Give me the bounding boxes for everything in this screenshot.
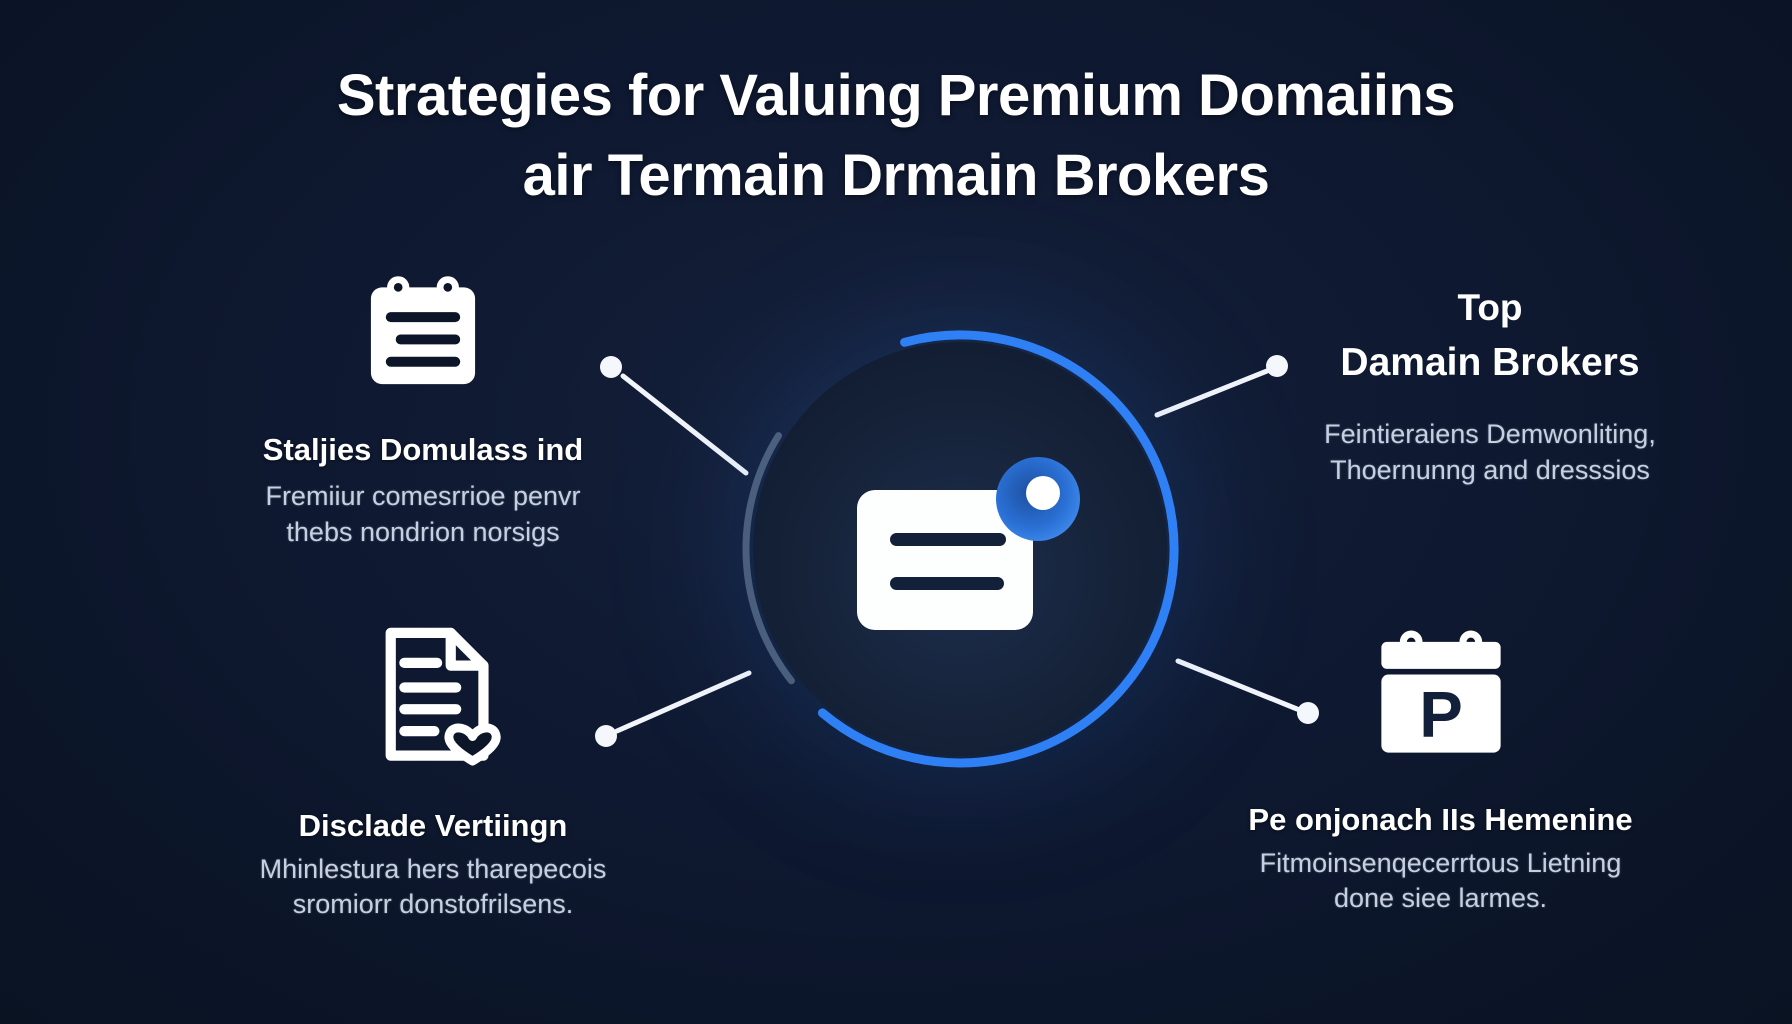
node-top-right-heading-line2: Damain Brokers (1340, 341, 1640, 384)
node-bottom-left-heading: Disclade Vertiingn (298, 808, 568, 843)
node-top-right-body-line1: Feintieraiens Demwonliting, (1324, 419, 1656, 449)
notepad-icon (370, 276, 476, 385)
page-title-line2: air Termain Drmain Brokers (522, 143, 1270, 208)
node-bottom-right-body-line1: Fitmoinsenqecerrtous Lietning (1259, 848, 1622, 878)
node-top-right-body: Feintieraiens Demwonliting, Thoernunng a… (1225, 416, 1755, 488)
node-bottom-right-heading: Pe onjonach IIs Hemenine (1248, 802, 1633, 837)
node-bottom-left-body-line2: sromiorr donstofrilsens. (292, 889, 574, 919)
node-top-right: Top Damain Brokers Feintieraiens Demwonl… (1225, 286, 1755, 488)
page-title: Strategies for Valuing Premium Domaiins … (0, 56, 1792, 216)
node-bottom-right-body-line2: done siee larmes. (1333, 883, 1548, 913)
node-top-right-heading-line1: Top (1457, 287, 1523, 328)
heart-badge (444, 723, 501, 766)
node-bottom-right-body: Fitmoinsenqecerrtous Lietning done siee … (1173, 846, 1708, 916)
node-bottom-left-body: Mhinlestura hers tharepecois sromiorr do… (163, 852, 703, 922)
node-top-left: Staljies Domulass ind Fremiiur comesrrio… (163, 270, 683, 550)
center-graphic (742, 330, 1179, 768)
ring-arc-dim (742, 432, 795, 685)
node-top-left-heading: Staljies Domulass ind (262, 432, 584, 467)
calendar-letter: P (1419, 678, 1463, 751)
ring-arc-bright (817, 330, 1179, 768)
node-bottom-left: Disclade Vertiingn Mhinlestura hers thar… (163, 622, 703, 922)
message-card-notification-icon (857, 457, 1080, 630)
calendar-p-icon: P (1380, 630, 1501, 753)
document-heart-icon (385, 627, 501, 766)
node-bottom-right: P Pe onjonach IIs Hemenine Fitmoinsenqec… (1173, 622, 1708, 916)
node-top-left-body: Fremiiur comesrrioe penvr thebs nondrion… (163, 478, 683, 550)
node-top-left-body-line2: thebs nondrion norsigs (286, 517, 560, 547)
node-top-right-body-line2: Thoernunng and dresssios (1330, 455, 1650, 485)
page-title-line1: Strategies for Valuing Premium Domaiins (336, 63, 1456, 128)
node-top-left-body-line1: Fremiiur comesrrioe penvr (265, 481, 581, 511)
node-bottom-left-body-line1: Mhinlestura hers tharepecois (259, 854, 607, 884)
